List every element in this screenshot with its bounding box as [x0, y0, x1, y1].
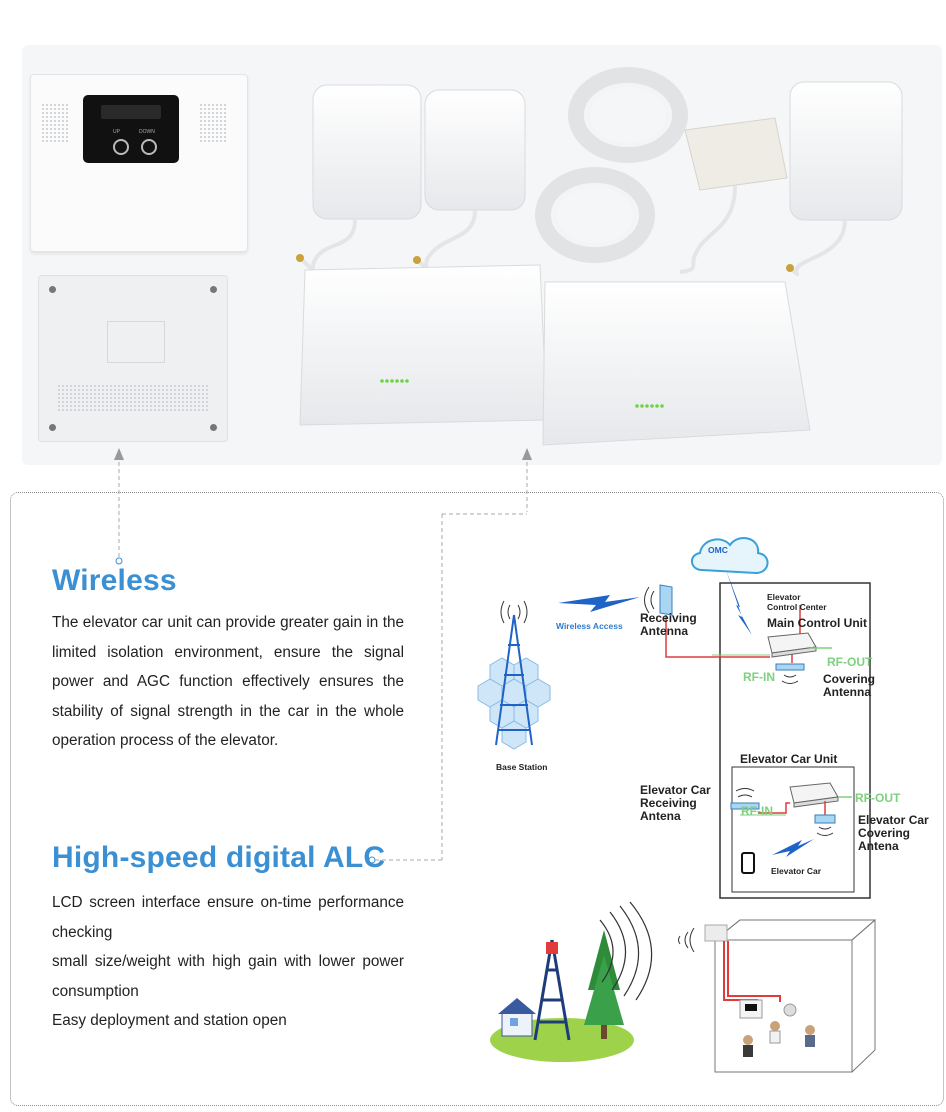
panel-antenna-1: [296, 84, 422, 275]
wireless-access-label: Wireless Access: [556, 621, 623, 631]
screw-icon: [210, 424, 217, 431]
lcd-panel: UP DOWN: [83, 95, 179, 163]
main-unit-back-image: [38, 275, 228, 442]
tower-icon: [533, 939, 571, 1041]
system-diagram: [477, 537, 871, 899]
house-icon: [498, 998, 536, 1037]
tree-icon: [584, 930, 624, 1039]
cable-coil-2: [535, 167, 655, 263]
pointer-arrows: [114, 448, 532, 864]
receiving-antenna-label: Receiving Antenna: [640, 611, 697, 638]
port-left-icon: [113, 139, 129, 155]
deployment-illustration: [490, 901, 877, 1073]
panel-antenna-3: [786, 81, 903, 277]
screw-icon: [49, 286, 56, 293]
back-vent: [57, 384, 209, 412]
rf-in-bottom-label: RF-IN: [741, 804, 773, 818]
cable-car: [758, 802, 790, 814]
signal-waves-icon: [599, 901, 653, 1001]
panel-antenna-2: [413, 89, 526, 270]
ceiling-antenna: [679, 117, 788, 274]
port-right-icon: [141, 139, 157, 155]
omc-link-bolt-icon: [726, 570, 752, 635]
repeater-unit-2: [542, 281, 811, 446]
phone-icon: [741, 852, 755, 874]
wireless-description: The elevator car unit can provide greate…: [52, 608, 404, 756]
port-left-label: UP: [113, 129, 120, 135]
elevator-car-unit-label: Elevator Car Unit: [740, 752, 838, 766]
indoor-box-icon: [678, 919, 877, 1073]
base-station-label: Base Station: [496, 762, 548, 772]
alc-description: LCD screen interface ensure on-time perf…: [52, 888, 404, 1036]
control-center-label: Elevator Control Center: [767, 592, 827, 612]
wireless-body: The elevator car unit can provide greate…: [52, 614, 404, 749]
alc-item-2: small size/weight with high gain with lo…: [52, 953, 404, 1000]
alc-item-1: LCD screen interface ensure on-time perf…: [52, 894, 404, 941]
cable-top: [665, 615, 770, 658]
main-control-unit-icon: [767, 632, 817, 658]
rf-out-top-label: RF-OUT: [827, 655, 873, 669]
kit-image: [296, 67, 903, 446]
covering-antenna-icon: [775, 663, 805, 671]
main-control-unit-label: Main Control Unit: [767, 616, 867, 630]
alc-heading: High-speed digital ALC: [52, 841, 386, 874]
wireless-access-bolt-icon: [558, 595, 640, 612]
car-covering-antenna-label: Elevator Car Covering Antena: [858, 813, 929, 853]
car-receiving-antenna-label: Elevator Car Receiving Antena: [640, 783, 711, 823]
elevator-car-frame: [731, 766, 855, 893]
omc-cloud-icon: [691, 537, 769, 575]
elevator-car-label: Elevator Car: [771, 866, 822, 876]
screw-icon: [210, 286, 217, 293]
feature-frame: [10, 492, 944, 1106]
elevator-shaft-frame: [719, 582, 871, 899]
rf-in-top-label: RF-IN: [743, 670, 775, 684]
lcd-screen: [101, 105, 161, 119]
base-station-icon: [477, 600, 551, 750]
car-bolt-icon: [772, 839, 814, 857]
main-unit-front-image: UP DOWN: [30, 74, 248, 252]
car-covering-antenna-icon: [814, 814, 836, 824]
covering-antenna-label: Covering Antenna: [823, 672, 876, 699]
repeater-unit-1: [299, 264, 548, 426]
screw-icon: [49, 424, 56, 431]
rf-out-bottom-label: RF-OUT: [855, 791, 901, 805]
wireless-heading: Wireless: [52, 564, 177, 597]
label-plate: [107, 321, 165, 363]
vent-right: [199, 103, 227, 143]
car-receiving-antenna-icon: [730, 802, 760, 810]
receiving-antenna-icon: [644, 584, 673, 616]
cable-coil-1: [568, 67, 688, 163]
elevator-car-unit-icon: [789, 782, 839, 808]
port-right-label: DOWN: [139, 129, 155, 135]
alc-item-3: Easy deployment and station open: [52, 1012, 287, 1029]
vent-left: [41, 103, 69, 143]
omc-label: OMC: [708, 545, 728, 555]
